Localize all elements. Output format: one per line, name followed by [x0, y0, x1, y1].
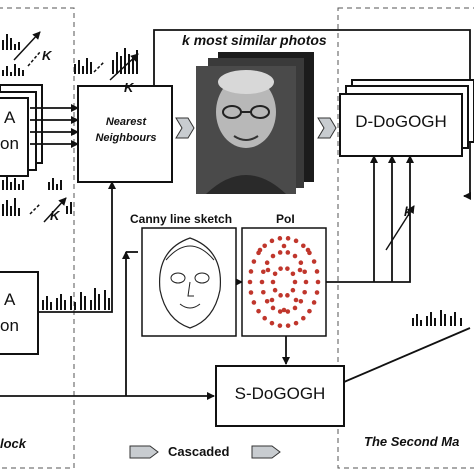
canny-label: Canny line sketch [130, 212, 233, 226]
left-bottom-fragment-2: on [0, 316, 19, 335]
d-dogogh-box [339, 93, 463, 157]
poi-label: PoI [276, 212, 295, 226]
dash-top [27, 51, 41, 67]
nearest-neighbours-box [77, 85, 173, 183]
dash-lower [29, 203, 41, 215]
k-arrow-right [385, 205, 415, 251]
s-dogogh-box [215, 365, 345, 427]
left-bottom-box [0, 271, 39, 355]
poi-to-d1 [326, 155, 414, 283]
k-label-lower: K [50, 208, 60, 223]
dash-upper-b [93, 61, 105, 73]
s-output-line [343, 327, 471, 383]
histogram-top-left [2, 34, 20, 50]
d-dogogh-label: D-DoGOGH [355, 112, 447, 131]
left-top-fragment-1: A [4, 108, 16, 127]
left-top-fragment-2: on [0, 134, 19, 153]
k-symbol: k [182, 32, 190, 48]
histogram-upper-row-b [74, 48, 138, 74]
histogram-upper-row-a [2, 64, 24, 76]
footer-second-block: The Second Ma [364, 434, 460, 449]
k-label-right: k [404, 204, 412, 219]
left-bottom-fragment-1: A [4, 290, 16, 309]
canny-sketch-image [141, 227, 237, 337]
chevron-right-icon-2 [317, 117, 337, 139]
cascaded-arrow-icon-right [251, 445, 281, 459]
nn-line1: Nearest [105, 116, 147, 128]
k-label-upper: K [124, 80, 134, 95]
nn-line2: Neighbours [95, 132, 157, 144]
histogram-second-block [412, 310, 462, 326]
k-arrow-lower [43, 197, 67, 223]
k-label-top: K [42, 48, 52, 63]
s-dogogh-label: S-DoGOGH [234, 384, 326, 403]
footer-left-block: lock [0, 436, 27, 451]
top-title-text: most similar photos [193, 32, 327, 48]
cascaded-arrow-icon-left [129, 445, 159, 459]
footer-cascaded: Cascaded [168, 444, 230, 459]
first-block-frame [0, 7, 75, 469]
second-block-frame [337, 7, 474, 469]
k-arrow-top [13, 31, 41, 61]
nearest-neighbours-label: Nearest Neighbours [80, 114, 172, 146]
histogram-lower-row [2, 176, 72, 216]
histogram-bottom-feature [42, 288, 110, 310]
chevron-right-icon [175, 117, 195, 139]
top-title: k most similar photos [182, 32, 327, 48]
k-arrow-upper [109, 53, 139, 81]
poi-dots [247, 236, 321, 328]
face-photo [196, 66, 296, 194]
arrow-bottom-to-nn [38, 181, 116, 313]
